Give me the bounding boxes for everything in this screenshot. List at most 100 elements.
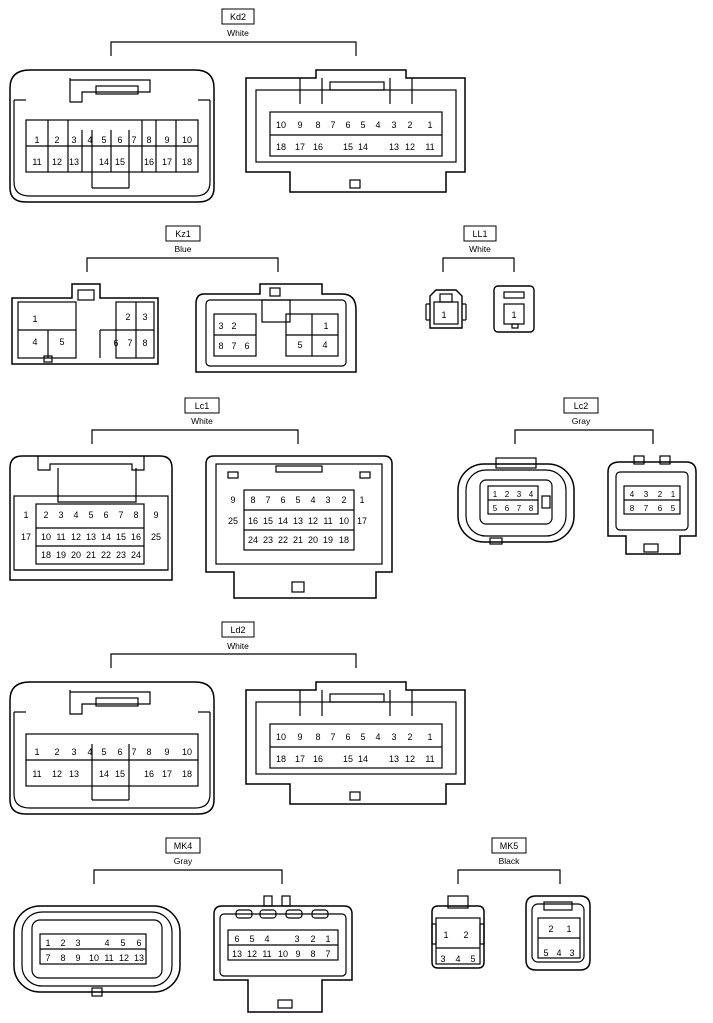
pin-label: 18 [182, 769, 192, 779]
connector-color-kz1: Blue [174, 244, 191, 254]
section-mk4: MK4 Gray [13, 837, 353, 1013]
pin-label: 1 [511, 310, 516, 320]
pin-label: 13 [69, 769, 79, 779]
connector-lc1-left [9, 455, 173, 581]
pin-label: 15 [263, 516, 273, 526]
pin-label: 1 [32, 314, 37, 324]
pin-label: 1 [427, 120, 432, 130]
pin-label: 1 [323, 321, 328, 331]
pin-label: 17 [21, 532, 31, 542]
pin-label: 8 [218, 341, 223, 351]
pin-label: 4 [87, 747, 92, 757]
pin-label: 1 [34, 747, 39, 757]
pin-label: 17 [162, 769, 172, 779]
pin-label: 4 [310, 495, 315, 505]
pin-label: 2 [43, 510, 48, 520]
pin-label: 7 [330, 120, 335, 130]
label-box-kd2 [221, 8, 255, 25]
section-lc1: Lc1 White [9, 397, 393, 599]
pin-label: 2 [60, 938, 65, 948]
pin-label: 22 [278, 535, 288, 545]
pin-label: 14 [278, 516, 288, 526]
pin-label: 13 [134, 953, 144, 963]
pin-label: 2 [54, 747, 59, 757]
pin-label: 10 [339, 516, 349, 526]
pin-label: 19 [56, 550, 66, 560]
pin-label: 16 [144, 157, 154, 167]
pin-label: 18 [339, 535, 349, 545]
connector-color-kd2: White [227, 28, 249, 38]
pin-label: 13 [86, 532, 96, 542]
connector-lc2-left [457, 457, 575, 545]
pin-label: 24 [131, 550, 141, 560]
connector-name-kd2: Kd2 [230, 12, 246, 22]
connector-mk5-left [431, 895, 485, 969]
pin-label: 6 [505, 504, 510, 513]
pin-label: 20 [71, 550, 81, 560]
pin-label: 10 [276, 120, 286, 130]
bracket-lc2 [514, 429, 654, 444]
section-lc2: Lc2 Gray [457, 397, 697, 555]
pin-label: 6 [280, 495, 285, 505]
pin-label: 1 [493, 490, 498, 499]
section-ld2: Ld2 White [9, 621, 466, 815]
pin-label: 11 [56, 532, 65, 542]
pin-label: 4 [375, 732, 380, 742]
pin-label: 3 [71, 135, 76, 145]
pin-label: 4 [630, 490, 635, 499]
pin-label: 7 [644, 504, 649, 513]
connector-kz1-right [195, 283, 357, 373]
pin-label: 16 [144, 769, 154, 779]
pin-label: 2 [463, 930, 468, 940]
pin-label: 6 [113, 338, 118, 348]
pin-label: 6 [658, 504, 663, 513]
connector-ld2-right [245, 681, 466, 805]
pin-label: 3 [71, 747, 76, 757]
pin-label: 12 [247, 949, 257, 959]
connector-kz1-left [11, 283, 159, 365]
pin-label: 9 [164, 135, 169, 145]
pin-label: 4 [87, 135, 92, 145]
connector-lc1-right [205, 455, 393, 599]
pin-label: 3 [440, 954, 445, 964]
bracket-kz1 [86, 257, 279, 272]
connector-color-lc2: Gray [572, 416, 591, 426]
pin-label: 1 [671, 490, 676, 499]
pin-label: 11 [262, 949, 271, 959]
label-box-lc1 [184, 397, 220, 414]
pin-label: 5 [101, 747, 106, 757]
pin-label: 16 [313, 142, 323, 152]
connector-mk4-right [213, 895, 353, 1013]
pin-label: 4 [322, 340, 327, 350]
bracket-mk5 [457, 869, 561, 884]
pin-label: 7 [517, 504, 522, 513]
label-box-mk4 [165, 837, 201, 854]
bracket-lc1 [91, 429, 299, 444]
connector-name-lc1: Lc1 [195, 401, 210, 411]
pin-label: 16 [248, 516, 258, 526]
label-box-kz1 [165, 225, 201, 242]
pin-label: 2 [341, 495, 346, 505]
pin-label: 1 [325, 934, 330, 944]
pin-label: 7 [118, 510, 123, 520]
pin-label: 6 [103, 510, 108, 520]
pin-label: 11 [425, 142, 434, 152]
pin-label: 2 [505, 490, 510, 499]
pin-label: 9 [230, 495, 235, 505]
connector-name-kz1: Kz1 [175, 229, 191, 239]
connector-name-ld2: Ld2 [230, 625, 245, 635]
pin-label: 16 [313, 754, 323, 764]
pin-label: 2 [407, 732, 412, 742]
pin-label: 15 [115, 769, 125, 779]
section-kz1: Kz1 Blue [11, 225, 357, 373]
pin-label: 11 [104, 953, 113, 963]
pin-label: 5 [360, 120, 365, 130]
pin-label: 8 [529, 504, 534, 513]
pin-label: 10 [182, 747, 192, 757]
pin-label: 24 [248, 535, 258, 545]
pin-label: 14 [101, 532, 111, 542]
pin-label: 17 [162, 157, 172, 167]
pin-label: 5 [297, 340, 302, 350]
pin-label: 8 [630, 504, 635, 513]
pin-label: 7 [265, 495, 270, 505]
